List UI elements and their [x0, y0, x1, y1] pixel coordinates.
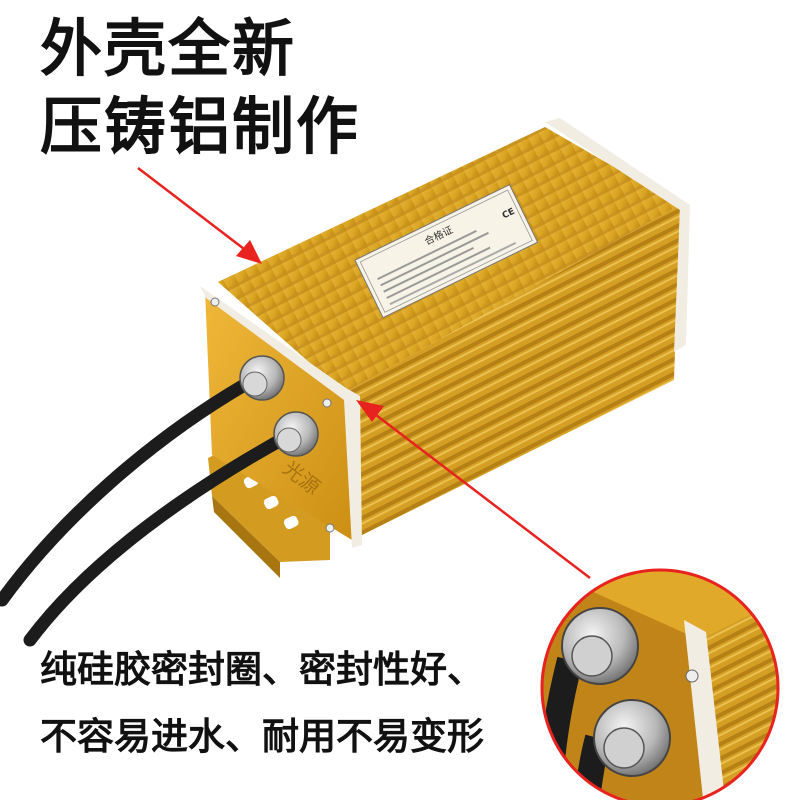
caption-line-1: 纯硅胶密封圈、密封性好、: [40, 648, 484, 691]
caption-line-2: 不容易进水、耐用不易变形: [40, 715, 484, 758]
aluminum-housing: [200, 118, 690, 548]
cable-glands: [0, 355, 319, 647]
certificate-label: 合格证 CE: [354, 184, 539, 319]
pointer-arrows: [137, 167, 591, 579]
headline-line-1: 外壳全新: [40, 12, 297, 85]
headline-line-2: 压铸铝制作: [40, 90, 361, 163]
zoom-inset: [540, 568, 780, 800]
